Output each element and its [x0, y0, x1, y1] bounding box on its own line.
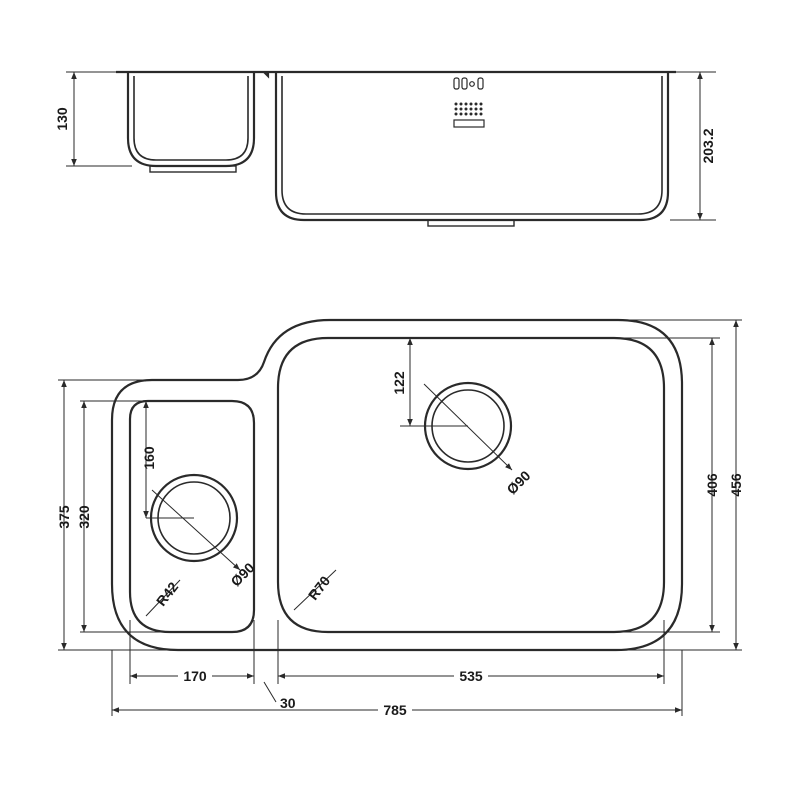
- dim-inner-height-small: 320: [76, 505, 92, 529]
- grille-dot: [454, 102, 458, 106]
- small-bowl-waste: [146, 473, 241, 571]
- grille-dot: [454, 107, 458, 111]
- grille-dot: [464, 112, 468, 116]
- dim-large-bowl-width: 535: [459, 668, 483, 684]
- dim-overall-height-large: 456: [728, 473, 744, 497]
- small-bowl-outline: [128, 399, 256, 634]
- side-view: 130 203.2: [54, 70, 716, 227]
- large-bowl-inner-wall: [281, 76, 663, 215]
- grille-dot: [474, 112, 478, 116]
- grille-dot: [459, 112, 463, 116]
- grille-dot: [459, 107, 463, 111]
- dim-depth-large: 203.2: [700, 128, 716, 163]
- grille-dot: [479, 112, 483, 116]
- dim-inner-height-large: 406: [704, 473, 720, 497]
- dim-depth-small: 130: [54, 107, 70, 131]
- grille-dot: [479, 102, 483, 106]
- dim-divider-width: 30: [280, 695, 296, 711]
- grille-dot: [474, 107, 478, 111]
- top-view: 160 122 Ø90 Ø90 R42 R70 375 320 406 456: [56, 318, 744, 719]
- grille-slot: [453, 119, 485, 128]
- grille-dot: [469, 107, 473, 111]
- small-bowl-profile: [126, 72, 256, 168]
- dim-large-corner-radius: R70: [305, 573, 334, 603]
- dim-small-waste-offset: 160: [141, 446, 157, 470]
- grille-dot: [454, 112, 458, 116]
- dim-overall-width: 785: [383, 702, 407, 718]
- grille-dot: [479, 107, 483, 111]
- large-bowl-waste: [400, 381, 513, 471]
- small-bowl-inner-wall: [133, 76, 249, 161]
- grille-dot: [469, 112, 473, 116]
- large-bowl-outline: [276, 336, 666, 634]
- grille-dot: [459, 102, 463, 106]
- dim-small-bowl-width: 170: [183, 668, 207, 684]
- grille-dot: [464, 107, 468, 111]
- dim-large-waste-diameter: Ø90: [503, 467, 533, 497]
- large-bowl-waste-outlet: [427, 219, 515, 227]
- sink-outer-outline: [110, 318, 684, 652]
- dim-large-waste-offset: 122: [391, 371, 407, 395]
- grille-dot: [464, 102, 468, 106]
- overflow-grille-icon: [453, 77, 485, 128]
- large-bowl-profile: [263, 71, 670, 222]
- grille-dot: [469, 102, 473, 106]
- dim-overall-height-small: 375: [56, 505, 72, 529]
- small-bowl-waste-outlet: [149, 165, 237, 173]
- grille-dot: [474, 102, 478, 106]
